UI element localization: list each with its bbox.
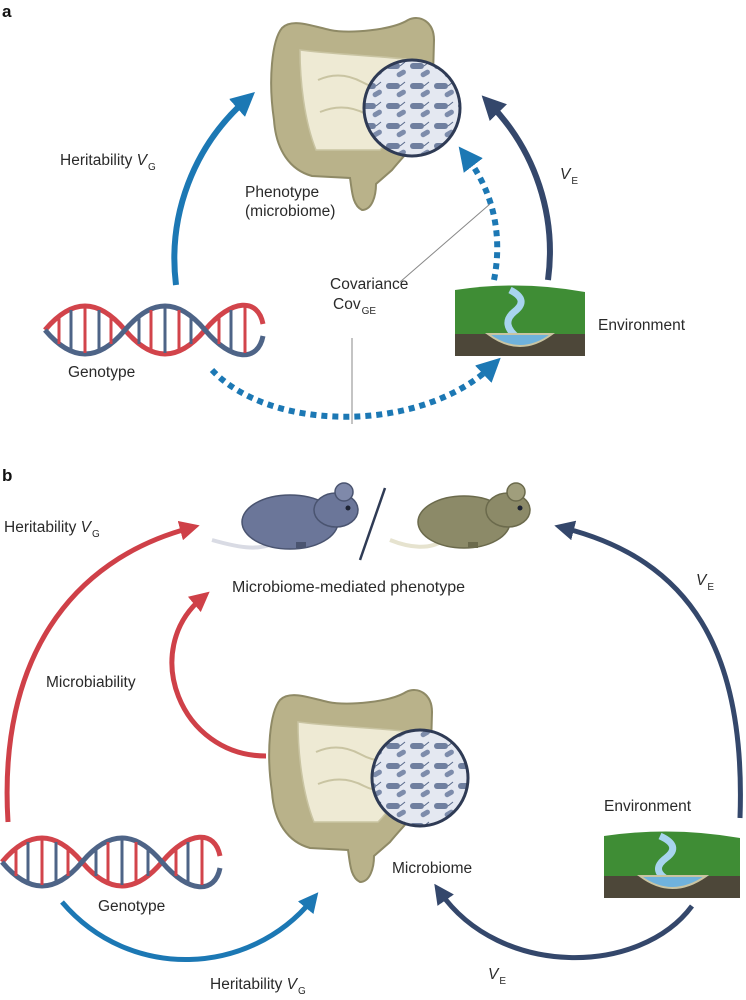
panel-b-dna-icon [0, 834, 223, 890]
panel-b-environment-label: Environment [604, 798, 692, 815]
panel-a-heritability-symbol: V [136, 152, 148, 169]
panel-a-ve-symbol: V [560, 166, 571, 183]
panel-b-microbiome-label: Microbiome [392, 860, 473, 877]
panel-a-covariance-arrow-up [458, 146, 501, 281]
panel-a-dna-icon [43, 302, 266, 358]
panel-a-heritability-label: Heritability VG [60, 152, 156, 173]
panel-b-bottom-ve-subscript: E [499, 976, 507, 987]
panel-a-heritability-arrow [171, 92, 255, 286]
panel-b-mouse-blue-icon [211, 482, 359, 550]
panel-b-bottom-heritability-text: Heritability [210, 976, 283, 993]
panel-a-phenotype-label-line2: (microbiome) [245, 203, 336, 220]
panel-a-covariance-subscript: GE [361, 306, 377, 317]
panel-a-heritability-text: Heritability [60, 152, 133, 169]
panel-b-phenotype-label: Microbiome-mediated phenotype [232, 579, 466, 596]
panel-b-ve-label: VE [696, 572, 715, 593]
panel-b-bottom-heritability-label: Heritability VG [210, 976, 306, 997]
panel-b-heritability-arrow [4, 520, 200, 823]
panel-b-bottom-ve-symbol: V [488, 966, 499, 983]
panel-b-bottom-heritability-symbol: V [286, 976, 298, 993]
panel-a-ve-subscript: E [571, 176, 579, 187]
panel-a-microbiome-zoom-icon [362, 58, 462, 158]
panel-a-environment-icon [455, 285, 585, 356]
panel-b-letter: b [2, 466, 13, 485]
panel-b-environment-icon [604, 831, 740, 898]
panel-b-mouse-olive-icon [389, 482, 531, 549]
panel-b-heritability-text: Heritability [4, 519, 77, 536]
panel-b-microbiability-label: Microbiability [46, 674, 136, 691]
panel-b-bottom-heritability-subscript: G [298, 986, 306, 997]
panel-a-ve-label: VE [560, 166, 579, 187]
panel-a-heritability-subscript: G [148, 162, 156, 173]
panel-b-ve-symbol: V [696, 572, 707, 589]
panel-a-covariance-arrow-bottom [209, 357, 501, 420]
panel-b-genotype-label: Genotype [98, 898, 166, 915]
panel-a-genotype-label: Genotype [68, 364, 136, 381]
panel-a-phenotype-label-line1: Phenotype [245, 184, 320, 201]
panel-a-ve-arrow [481, 95, 553, 281]
panel-b-heritability-label: Heritability VG [4, 519, 100, 540]
panel-b-mouse-divider [358, 487, 387, 561]
panel-a-environment-label: Environment [598, 317, 686, 334]
panel-b-ve-arrow [554, 520, 743, 819]
panel-b-microbiome-zoom-icon [370, 728, 470, 828]
panel-b-bottom-ve-label: VE [488, 966, 507, 987]
panel-b-heritability-symbol: V [80, 519, 92, 536]
panel-a-letter: a [2, 2, 12, 21]
panel-b-bottom-ve-arrow [434, 883, 695, 961]
panel-a-covariance-cov: Cov [333, 296, 361, 313]
panel-b-ve-subscript: E [707, 582, 715, 593]
panel-b-microbiability-arrow [169, 591, 267, 759]
panel-a-covariance-label-line1: Covariance [330, 276, 409, 293]
panel-b-heritability-subscript: G [92, 529, 100, 540]
panel-a-covariance-leader-line-upper [399, 203, 491, 283]
panel-b-bottom-heritability-arrow [60, 892, 319, 962]
panel-a-covariance-label-line2: CovGE [333, 296, 377, 317]
